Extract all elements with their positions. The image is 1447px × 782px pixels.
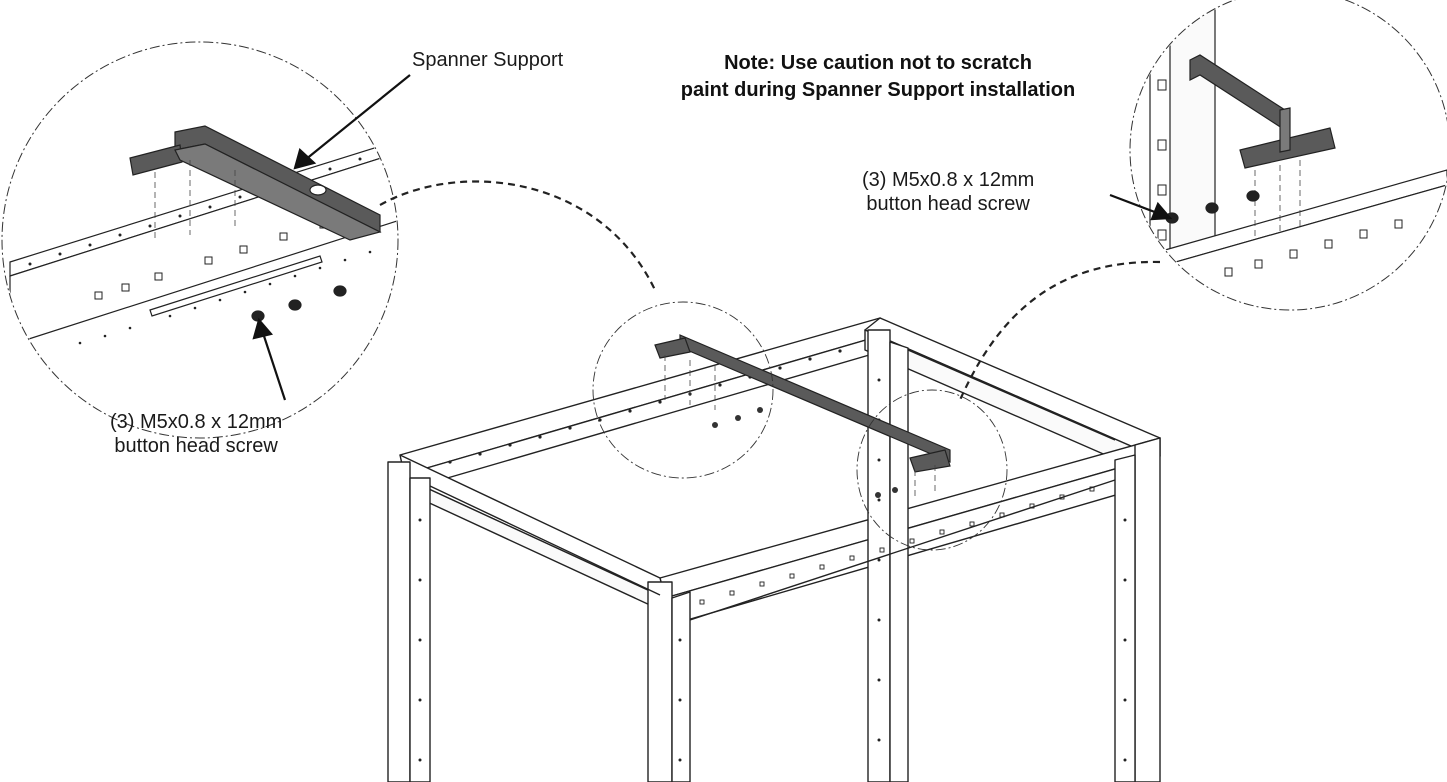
left-top-rail [399, 454, 666, 599]
back-right-post [867, 329, 891, 782]
front-top-rail [659, 437, 1161, 599]
detail-circle-main-right [856, 389, 1008, 551]
caution-note-line2: paint during Spanner Support installatio… [680, 79, 1076, 101]
screw-label-right: (3) M5x0.8 x 12mm button head screw [862, 168, 1034, 216]
back-left-post [387, 461, 411, 782]
caution-note: Note: Use caution not to scratch paint d… [618, 50, 1138, 104]
callout-curves [379, 180, 1161, 401]
front-left-post [647, 581, 673, 782]
screw-label-left: (3) M5x0.8 x 12mm button head screw [110, 410, 282, 458]
right-top-rail [864, 317, 1161, 451]
caution-note-line1: Note: Use caution not to scratch [724, 52, 1032, 74]
screws-detail-left [251, 285, 347, 322]
front-right-post [1134, 437, 1161, 782]
screw-right-leader [1109, 193, 1161, 216]
spanner-support-leader [304, 74, 411, 161]
screw-label-left-line2: button head screw [114, 435, 278, 457]
screw-label-right-line1: (3) M5x0.8 x 12mm [862, 169, 1035, 191]
callout-curve-right [958, 260, 1161, 401]
screw-label-right-line2: button head screw [866, 193, 1030, 215]
screw-label-left-line1: (3) M5x0.8 x 12mm [110, 411, 283, 433]
screw-left-leader [260, 329, 287, 401]
detail-circle-main-left [592, 301, 774, 479]
spanner-support-text: Spanner Support [412, 49, 564, 71]
callout-curve-left [379, 180, 656, 291]
screws-main [712, 407, 898, 498]
rack-frame [387, 317, 1161, 782]
detail-view-left [1, 41, 399, 439]
rail-holes [418, 349, 1127, 762]
alignment-lines-main [664, 355, 936, 500]
leader-arrows [252, 74, 1173, 401]
spanner-support-main [654, 334, 951, 473]
spanner-support-label: Spanner Support [412, 48, 563, 72]
detail-view-right [1129, 0, 1447, 311]
back-top-rail [399, 317, 901, 471]
